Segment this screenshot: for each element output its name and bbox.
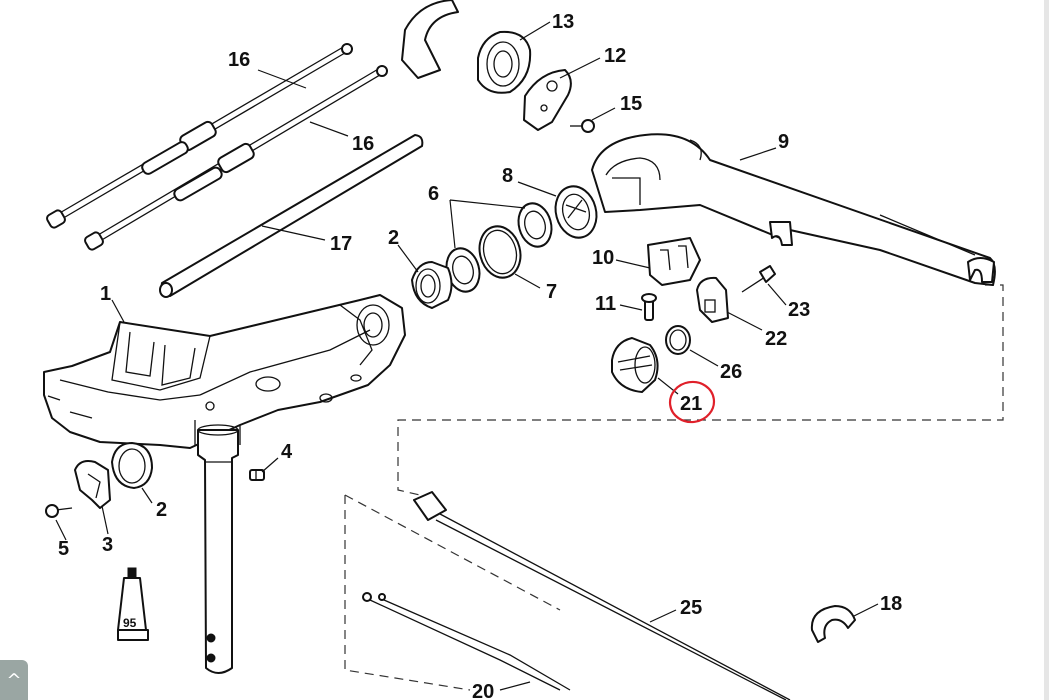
callout-21: 21 (680, 393, 702, 415)
part-20-wires (362, 592, 571, 691)
part-15-screw (570, 119, 595, 133)
part-11-screw (641, 293, 657, 321)
callout-15: 15 (620, 93, 642, 115)
callout-11: 11 (595, 293, 616, 315)
scrollbar-edge[interactable] (1044, 0, 1049, 700)
callout-16b: 16 (352, 133, 374, 155)
part-16-cables (46, 43, 388, 251)
grease-tube: 95 (117, 567, 149, 641)
part-2-bushing-upper (411, 261, 453, 309)
callout-18: 18 (880, 593, 902, 615)
part-7-ring (478, 225, 522, 279)
callout-13: 13 (552, 11, 574, 33)
callout-20: 20 (472, 681, 494, 700)
part-5-screw (45, 504, 73, 518)
callout-16a: 16 (228, 49, 250, 71)
part-4-screw (249, 469, 265, 481)
part-17-rod (159, 134, 424, 298)
part-23-screw (741, 265, 776, 293)
callout-17: 17 (330, 233, 352, 255)
part-2-bushing-lower (111, 442, 153, 489)
callout-1: 1 (100, 283, 111, 305)
part-21-grip-cap (611, 337, 659, 393)
callout-9: 9 (778, 131, 789, 153)
part-22-clamp (696, 276, 729, 323)
part-8-bushing (554, 185, 598, 239)
callout-12: 12 (604, 45, 626, 67)
callout-23: 23 (788, 299, 810, 321)
part-26-ring (665, 325, 691, 355)
callout-25: 25 (680, 597, 702, 619)
callout-3: 3 (102, 534, 113, 556)
chevron-up-icon[interactable]: ^ (0, 660, 28, 700)
tube-label: 95 (123, 616, 137, 630)
callout-labels: 16 16 17 1 2 2 3 4 5 6 7 8 9 10 11 12 13… (58, 11, 902, 700)
callout-2-lower: 2 (156, 499, 167, 521)
callout-6: 6 (428, 183, 439, 205)
callout-26: 26 (720, 361, 742, 383)
callout-10: 10 (592, 247, 614, 269)
callout-2-upper: 2 (388, 227, 399, 249)
callout-7: 7 (546, 281, 557, 303)
part-6-washers (445, 202, 553, 293)
part-3-clip (74, 460, 111, 509)
part-9-tiller-handle (591, 133, 996, 286)
part-25-cable (413, 491, 791, 700)
callout-4: 4 (281, 441, 293, 463)
callout-22: 22 (765, 328, 787, 350)
part-13-strap (401, 0, 532, 94)
callout-8: 8 (502, 165, 513, 187)
part-18-ring-clip (810, 605, 856, 643)
part-10-clip (647, 237, 701, 286)
callout-21-highlight (668, 380, 716, 424)
part-12-plate (523, 69, 572, 131)
leader-lines (55, 21, 879, 691)
callout-5: 5 (58, 538, 69, 560)
part-1-bracket (43, 294, 406, 674)
